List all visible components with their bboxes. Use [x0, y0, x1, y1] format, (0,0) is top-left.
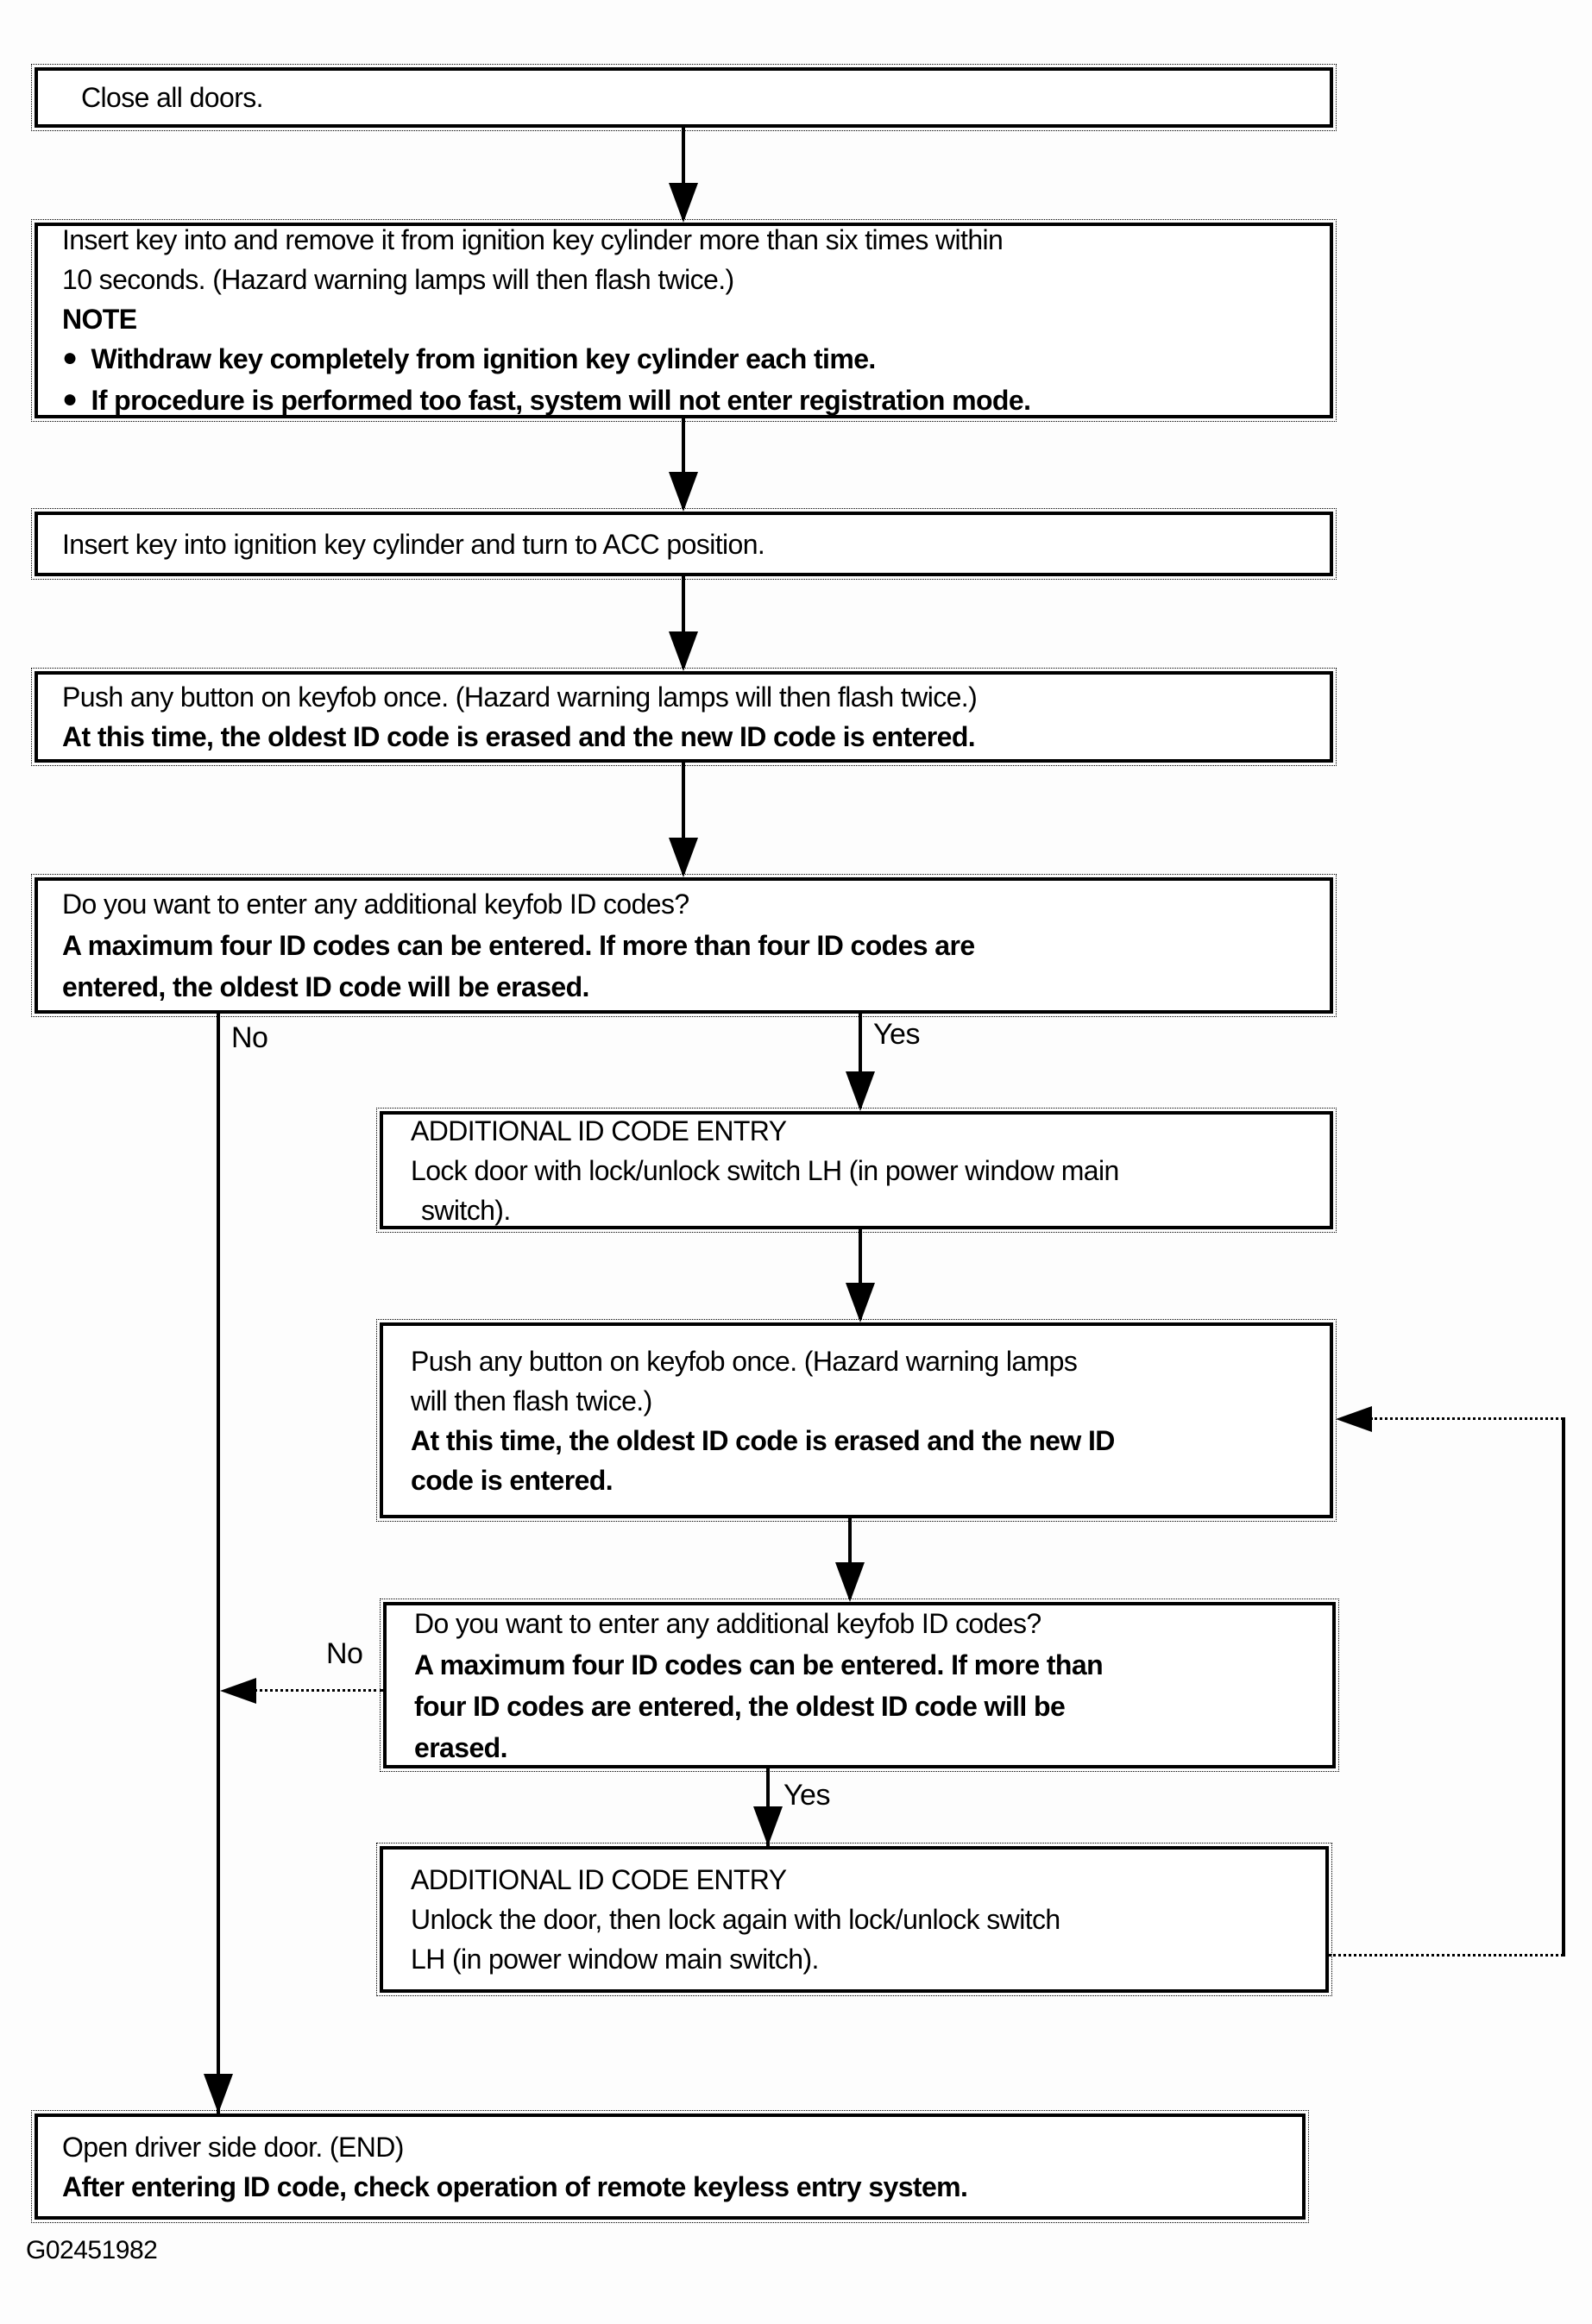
- flow-box-insert-remove-key: Insert key into and remove it from ignit…: [31, 219, 1337, 422]
- box-line: Insert key into ignition key cylinder an…: [62, 528, 765, 560]
- box-line: erased.: [414, 1731, 507, 1763]
- arrowhead-down-icon: [669, 472, 698, 512]
- bullet-icon: ●: [62, 342, 78, 372]
- box-line: will then flash twice.): [411, 1385, 652, 1416]
- box-line-text: Withdraw key completely from ignition ke…: [91, 342, 877, 374]
- box-line: Insert key into and remove it from ignit…: [62, 223, 1004, 255]
- box-line: Do you want to enter any additional keyf…: [414, 1607, 1041, 1639]
- arrowhead-left-icon: [220, 1678, 256, 1704]
- flow-box-additional-entry-lock: ADDITIONAL ID CODE ENTRY Lock door with …: [376, 1108, 1337, 1233]
- bullet-icon: ●: [62, 384, 78, 413]
- arrowhead-down-icon: [204, 2074, 233, 2114]
- connector-line: [682, 576, 685, 668]
- box-line: A maximum four ID codes can be entered. …: [414, 1649, 1104, 1680]
- connector-line: [848, 1518, 852, 1599]
- flow-box-open-door-end: Open driver side door. (END) After enter…: [31, 2110, 1309, 2223]
- box-line: Push any button on keyfob once. (Hazard …: [62, 681, 978, 713]
- flow-box-additional-codes-question-1: Do you want to enter any additional keyf…: [31, 874, 1337, 1017]
- connector-line-dashed: [254, 1689, 383, 1692]
- box-line: At this time, the oldest ID code is eras…: [411, 1424, 1115, 1456]
- box-line: LH (in power window main switch).: [411, 1944, 819, 1975]
- box-line: Close all doors.: [81, 82, 264, 113]
- box-line-text: If procedure is performed too fast, syst…: [91, 384, 1031, 416]
- connector-line: [859, 1014, 862, 1108]
- box-line: code is entered.: [411, 1464, 614, 1496]
- connector-line: [682, 763, 685, 874]
- box-line: ● Withdraw key completely from ignition k…: [62, 339, 1306, 380]
- box-line: Push any button on keyfob once. (Hazard …: [411, 1345, 1078, 1377]
- connector-line: [682, 128, 685, 219]
- box-line: Do you want to enter any additional keyf…: [62, 889, 689, 920]
- arrowhead-down-icon: [846, 1071, 875, 1111]
- arrowhead-down-icon: [753, 1806, 783, 1846]
- box-line: Open driver side door. (END): [62, 2131, 404, 2163]
- arrowhead-left-icon: [1336, 1406, 1372, 1432]
- box-line: Unlock the door, then lock again with lo…: [411, 1904, 1060, 1935]
- box-line: Lock door with lock/unlock switch LH (in…: [411, 1154, 1119, 1186]
- branch-label-yes-1: Yes: [873, 1018, 920, 1051]
- connector-line: [1562, 1417, 1565, 1957]
- connector-line-dashed: [1329, 1954, 1564, 1957]
- arrowhead-down-icon: [669, 838, 698, 877]
- flow-box-push-keyfob-second: Push any button on keyfob once. (Hazard …: [376, 1319, 1337, 1522]
- connector-line: [682, 418, 685, 508]
- box-line: NOTE: [62, 303, 137, 335]
- flow-box-turn-to-acc: Insert key into ignition key cylinder an…: [31, 508, 1337, 580]
- branch-label-no-1: No: [231, 1021, 268, 1054]
- arrowhead-down-icon: [835, 1562, 865, 1602]
- box-line: four ID codes are entered, the oldest ID…: [414, 1690, 1066, 1722]
- box-line: A maximum four ID codes can be entered. …: [62, 930, 975, 961]
- branch-label-no-2: No: [326, 1637, 363, 1670]
- box-line: ADDITIONAL ID CODE ENTRY: [411, 1864, 787, 1895]
- branch-label-yes-2: Yes: [783, 1779, 830, 1812]
- box-line: At this time, the oldest ID code is eras…: [62, 721, 976, 752]
- box-line: entered, the oldest ID code will be eras…: [62, 971, 589, 1002]
- box-line: 10 seconds. (Hazard warning lamps will t…: [62, 263, 734, 295]
- flow-box-additional-entry-unlock: ADDITIONAL ID CODE ENTRY Unlock the door…: [376, 1843, 1332, 1996]
- flow-box-additional-codes-question-2: Do you want to enter any additional keyf…: [380, 1599, 1339, 1772]
- box-line: ● If procedure is performed too fast, sys…: [62, 380, 1306, 422]
- connector-line: [217, 1014, 220, 2114]
- connector-line: [859, 1229, 862, 1319]
- flow-box-close-doors: Close all doors.: [31, 64, 1337, 131]
- box-line: ADDITIONAL ID CODE ENTRY: [411, 1115, 787, 1146]
- figure-id: G02451982: [26, 2236, 158, 2264]
- flow-box-push-keyfob-first: Push any button on keyfob once. (Hazard …: [31, 668, 1337, 766]
- arrowhead-down-icon: [669, 183, 698, 223]
- arrowhead-down-icon: [669, 631, 698, 671]
- box-line: After entering ID code, check operation …: [62, 2170, 968, 2202]
- box-line: switch).: [421, 1194, 511, 1226]
- connector-line-dashed: [1370, 1417, 1564, 1420]
- arrowhead-down-icon: [846, 1283, 875, 1322]
